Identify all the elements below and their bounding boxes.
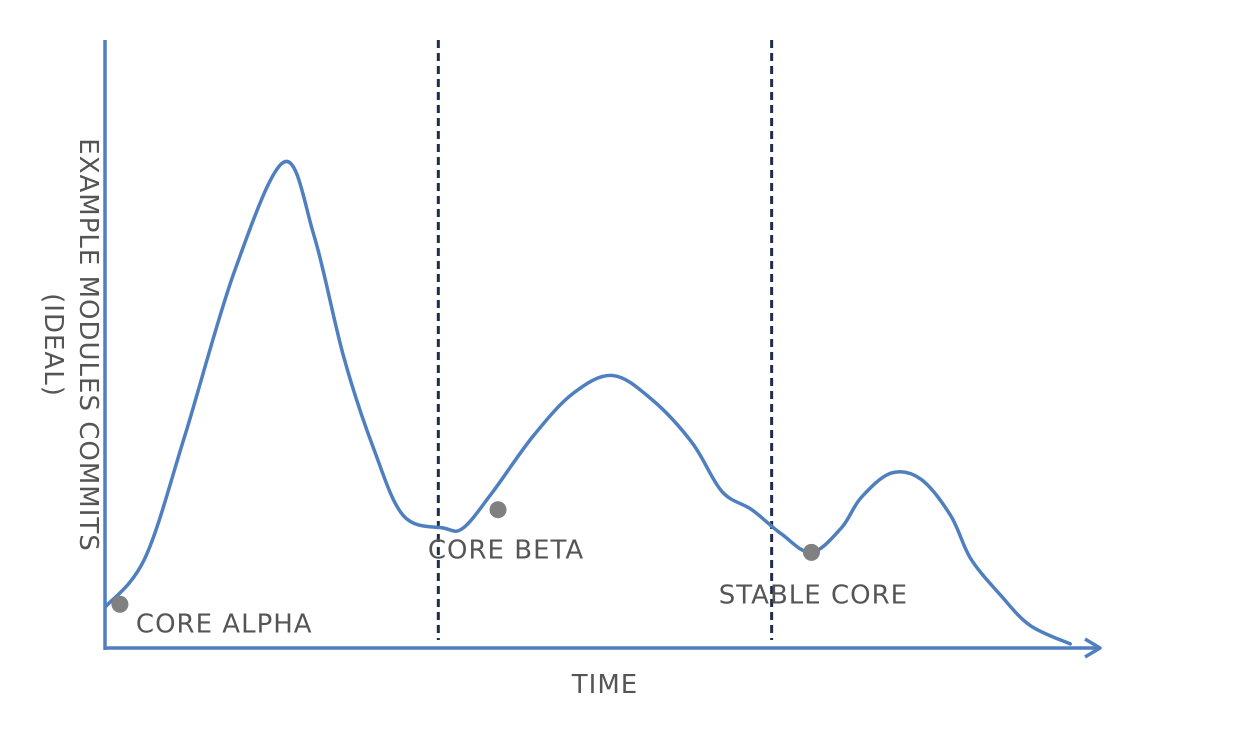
milestone-marker-1 [111, 595, 129, 613]
milestone-markers [111, 501, 820, 613]
milestone-label-1: CORE ALPHA [136, 609, 313, 639]
milestone-label-2: CORE BETA [428, 536, 584, 566]
phase-dividers [436, 40, 774, 640]
commits-curve [105, 159, 1072, 646]
milestone-labels: CORE ALPHA CORE BETA STABLE CORE [136, 536, 908, 640]
milestone-marker-3 [802, 543, 820, 561]
y-axis-label: EXAMPLE MODULES COMMITS (IDEAL) [38, 138, 103, 551]
y-axis-label-line-1: EXAMPLE MODULES COMMITS [73, 138, 103, 551]
milestone-marker-2 [489, 501, 507, 519]
y-axis-label-line-2: (IDEAL) [38, 293, 68, 397]
x-axis-arrow [1084, 637, 1102, 659]
milestone-label-3: STABLE CORE [719, 580, 908, 610]
x-axis-label: TIME [571, 670, 638, 700]
